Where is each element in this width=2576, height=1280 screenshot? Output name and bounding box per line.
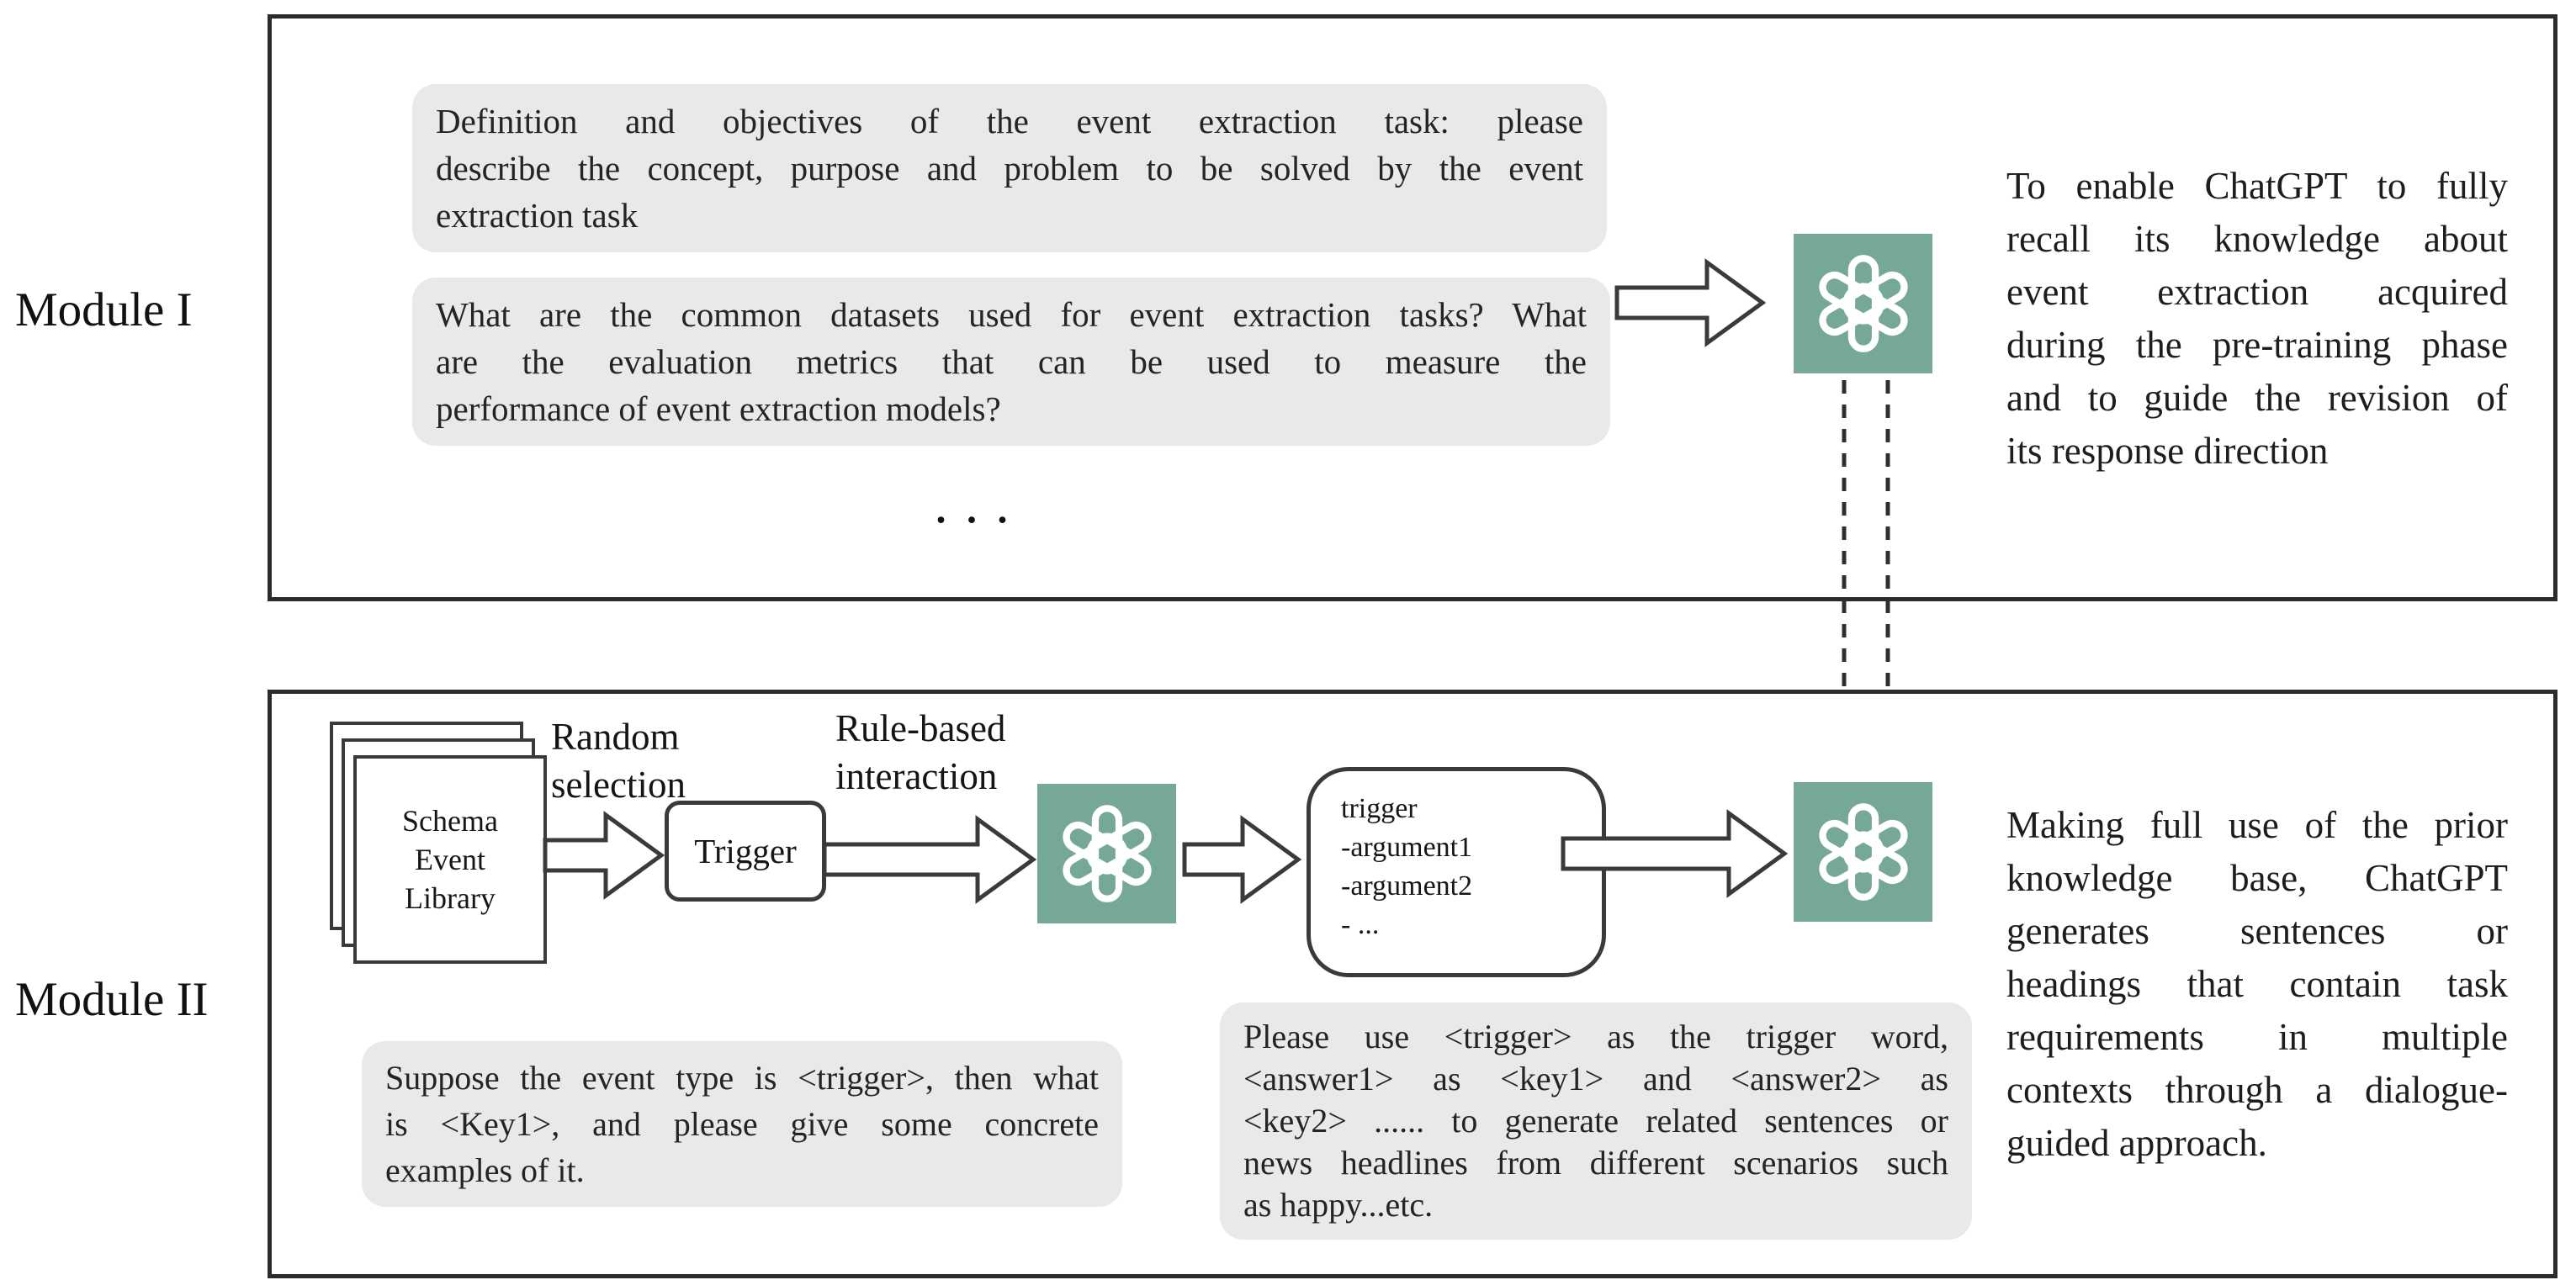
trigger-node-label: Trigger <box>694 832 797 870</box>
chatgpt-icon <box>1037 784 1176 923</box>
openai-logo-icon <box>1062 805 1152 902</box>
module2-prompt2-bubble: Please use <trigger> as the trigger word… <box>1220 1002 1972 1240</box>
module1-prompt2-bubble: What are the common datasets used for ev… <box>412 278 1610 446</box>
arrow-right-icon <box>1561 809 1789 898</box>
module2-label: Module II <box>15 973 209 1026</box>
arrow-right-icon <box>822 815 1037 904</box>
module2-prompt1-bubble: Suppose the event type is <trigger>, the… <box>362 1041 1122 1207</box>
trigger-node-box: Trigger <box>665 801 826 902</box>
module1-prompt1-bubble: Definition and objectives of the event e… <box>412 84 1607 252</box>
trigger-arguments-box: trigger-argument1-argument2- ... <box>1307 767 1606 977</box>
arrow-right-icon <box>1182 815 1302 904</box>
chatgpt-icon <box>1794 782 1932 922</box>
module1-ellipsis: ... <box>934 473 1026 535</box>
openai-logo-icon <box>1818 255 1908 352</box>
openai-logo-icon <box>1818 803 1908 901</box>
chatgpt-icon <box>1794 234 1932 373</box>
arrow-right-icon <box>1614 258 1767 347</box>
trigger-arguments-text: trigger-argument1-argument2- ... <box>1341 793 1473 940</box>
module1-label: Module I <box>15 283 193 336</box>
arrow-right-icon <box>543 811 665 900</box>
